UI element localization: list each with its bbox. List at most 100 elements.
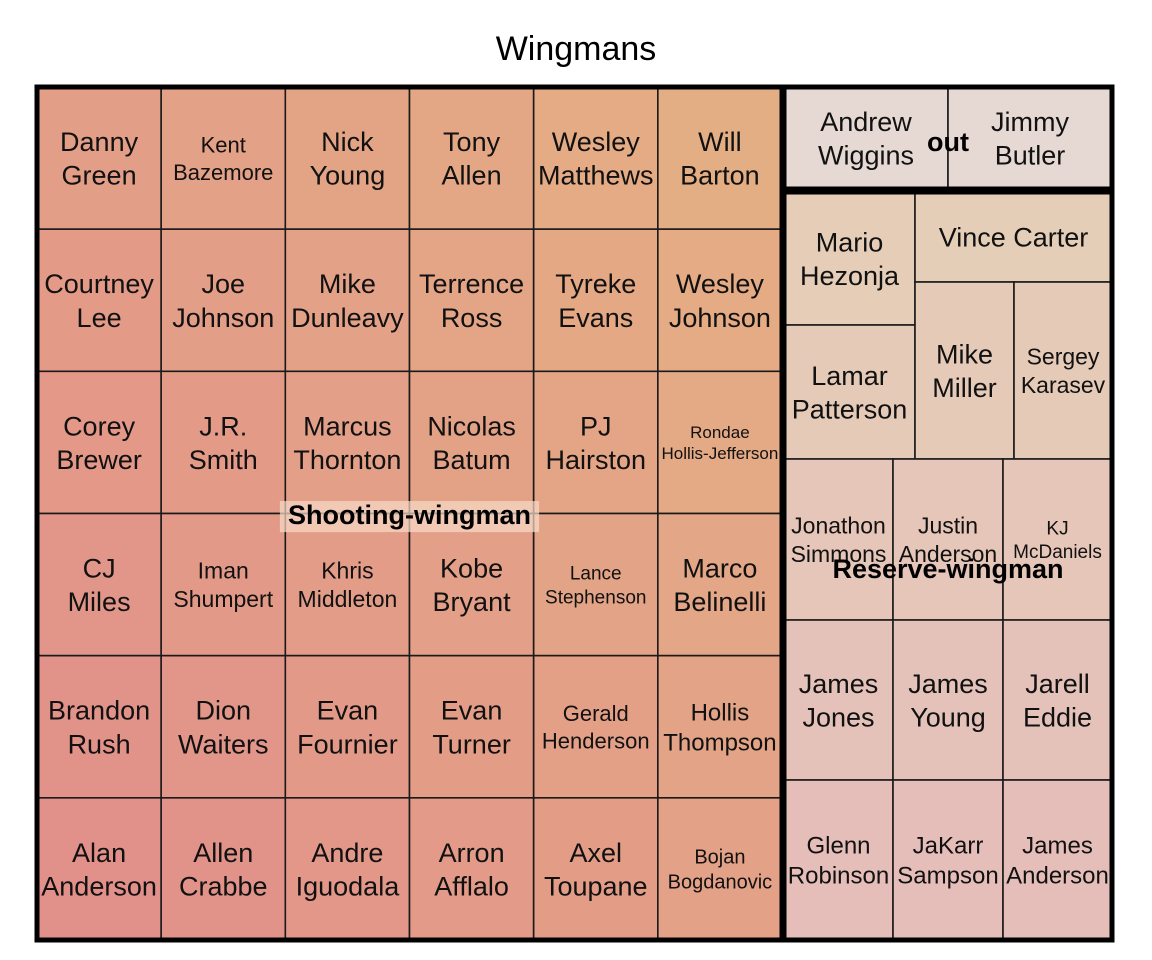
tile-khris-middleton [284,512,411,657]
tile-jimmy-butler [947,86,1113,190]
tile-rondae-hollis-jefferson [657,370,783,515]
tile-dion-waiters [160,654,287,799]
tile-nicolas-batum [408,370,535,515]
tile-wesley-matthews [532,86,659,230]
tile-sergey-karasev [1013,281,1113,460]
tile-cj-miles [36,512,162,657]
tile-tony-allen [408,86,535,230]
tile-iman-shumpert [160,512,287,657]
tile-hollis-thompson [657,654,783,799]
tile-label-j-r-smith: J.R.Smith [189,411,258,475]
group-frame-out [781,84,1115,192]
tile-glenn-robinson [783,779,894,941]
tile-evan-fournier [284,654,411,799]
tile-mario-hezonja [783,191,916,326]
tile-arron-afflalo [408,797,535,941]
tile-nick-young [284,86,411,230]
tile-jonathon-simmons [783,458,894,621]
tile-joe-johnson [160,228,287,373]
group-label-bg-shooting-wingman [279,501,540,533]
tile-james-anderson [1002,779,1113,941]
tile-evan-turner [408,654,535,799]
tile-allen-crabbe [160,797,287,941]
tile-kobe-bryant [408,512,535,657]
tile-mike-miller [914,281,1015,460]
tile-jarell-eddie [1002,619,1113,781]
tile-gerald-henderson [532,654,659,799]
tile-justin-anderson [892,458,1004,621]
tile-marco-belinelli [657,512,783,657]
tile-andrew-wiggins [783,86,949,190]
tile-mike-dunleavy [284,228,411,373]
tile-terrence-ross [408,228,535,373]
tile-lance-stephenson [532,512,659,657]
tile-james-jones [783,619,894,781]
tile-james-young [892,619,1004,781]
chart-title: Wingmans [495,30,657,68]
tile-pj-hairston [532,370,659,515]
tile-j-r-smith [160,370,287,515]
tile-courtney-lee [36,228,162,373]
tile-alan-anderson [36,797,162,941]
tile-brandon-rush [36,654,162,799]
tile-kent-bazemore [160,86,287,230]
tile-wesley-johnson [657,228,783,373]
tile-will-barton [657,86,783,230]
tile-kj-mcdaniels [1002,458,1113,621]
tile-lamar-patterson [783,324,916,460]
tile-andre-iguodala [284,797,411,941]
tile-marcus-thornton [284,370,411,515]
tile-vince-carter [914,191,1113,283]
group-label-out: out [927,127,969,157]
tile-label-vince-carter: Vince Carter [939,223,1089,253]
tile-danny-green [36,86,162,230]
tile-jakarr-sampson [892,779,1004,941]
group-frame-reserve-wingman [781,189,1115,943]
